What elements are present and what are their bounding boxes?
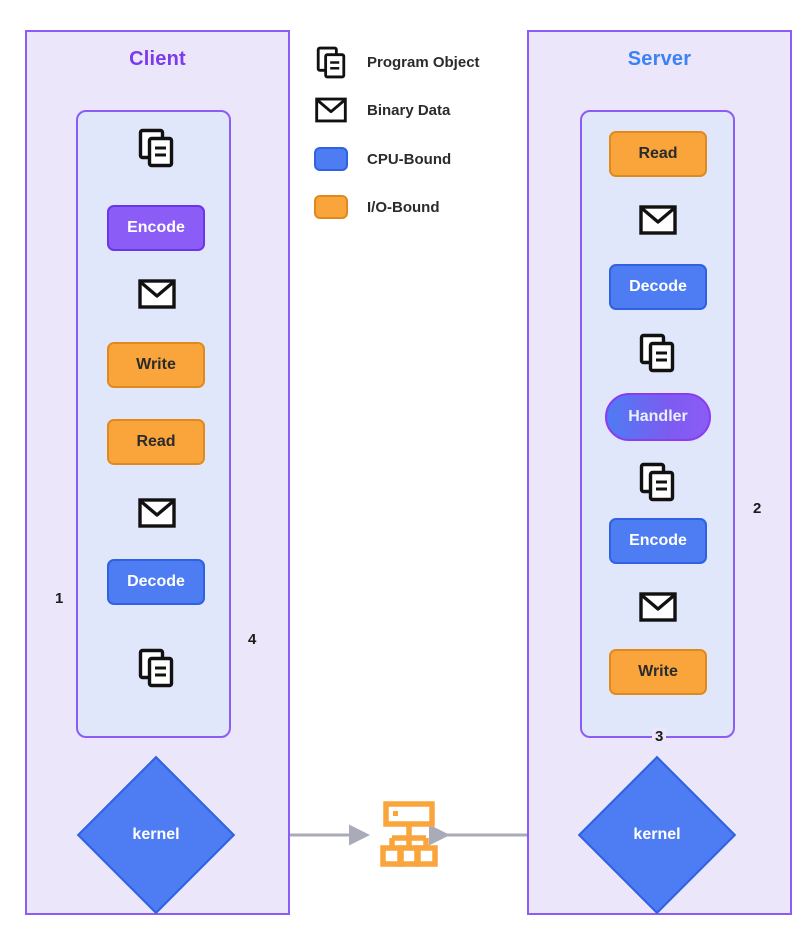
program-object-icon [639, 333, 675, 378]
server-kernel-label: kernel [633, 826, 681, 843]
client-write-node[interactable]: Write [107, 342, 205, 388]
server-encode-node[interactable]: Encode [609, 518, 707, 564]
client-title: Client [129, 48, 186, 70]
network-hub-icon [378, 800, 440, 873]
legend-item-program-object: Program Object [313, 45, 480, 79]
client-read-node[interactable]: Read [107, 419, 205, 465]
binary-data-icon-2 [639, 592, 677, 627]
edge-label-1: 1 [52, 590, 67, 607]
legend-label-program-object: Program Object [367, 53, 480, 71]
program-object-icon-2 [639, 462, 675, 507]
server-title: Server [627, 48, 692, 70]
legend-item-io-bound: I/O-Bound [313, 190, 439, 224]
server-write-node[interactable]: Write [609, 649, 707, 695]
edge-label-2: 2 [750, 500, 765, 517]
binary-data-icon [313, 93, 349, 127]
io-bound-swatch [313, 190, 349, 224]
cpu-bound-swatch [313, 142, 349, 176]
legend: Program Object Binary Data CPU-Bound I/O… [313, 40, 513, 240]
client-decode-node[interactable]: Decode [107, 559, 205, 605]
edge-label-3: 3 [652, 728, 667, 745]
edge-label-4: 4 [245, 631, 260, 648]
binary-data-icon-2 [138, 498, 176, 533]
server-handler-node[interactable]: Handler [605, 393, 711, 441]
legend-item-cpu-bound: CPU-Bound [313, 142, 451, 176]
client-kernel-label: kernel [132, 826, 180, 843]
legend-label-io-bound: I/O-Bound [367, 198, 440, 216]
program-object-icon [313, 45, 349, 79]
legend-label-cpu-bound: CPU-Bound [367, 150, 452, 168]
program-object-icon-2 [138, 648, 174, 693]
server-read-node[interactable]: Read [609, 131, 707, 177]
program-object-icon [138, 128, 174, 173]
binary-data-icon [639, 205, 677, 240]
binary-data-icon [138, 279, 176, 314]
legend-item-binary-data: Binary Data [313, 93, 450, 127]
legend-label-binary-data: Binary Data [367, 101, 451, 119]
client-encode-node[interactable]: Encode [107, 205, 205, 251]
server-decode-node[interactable]: Decode [609, 264, 707, 310]
